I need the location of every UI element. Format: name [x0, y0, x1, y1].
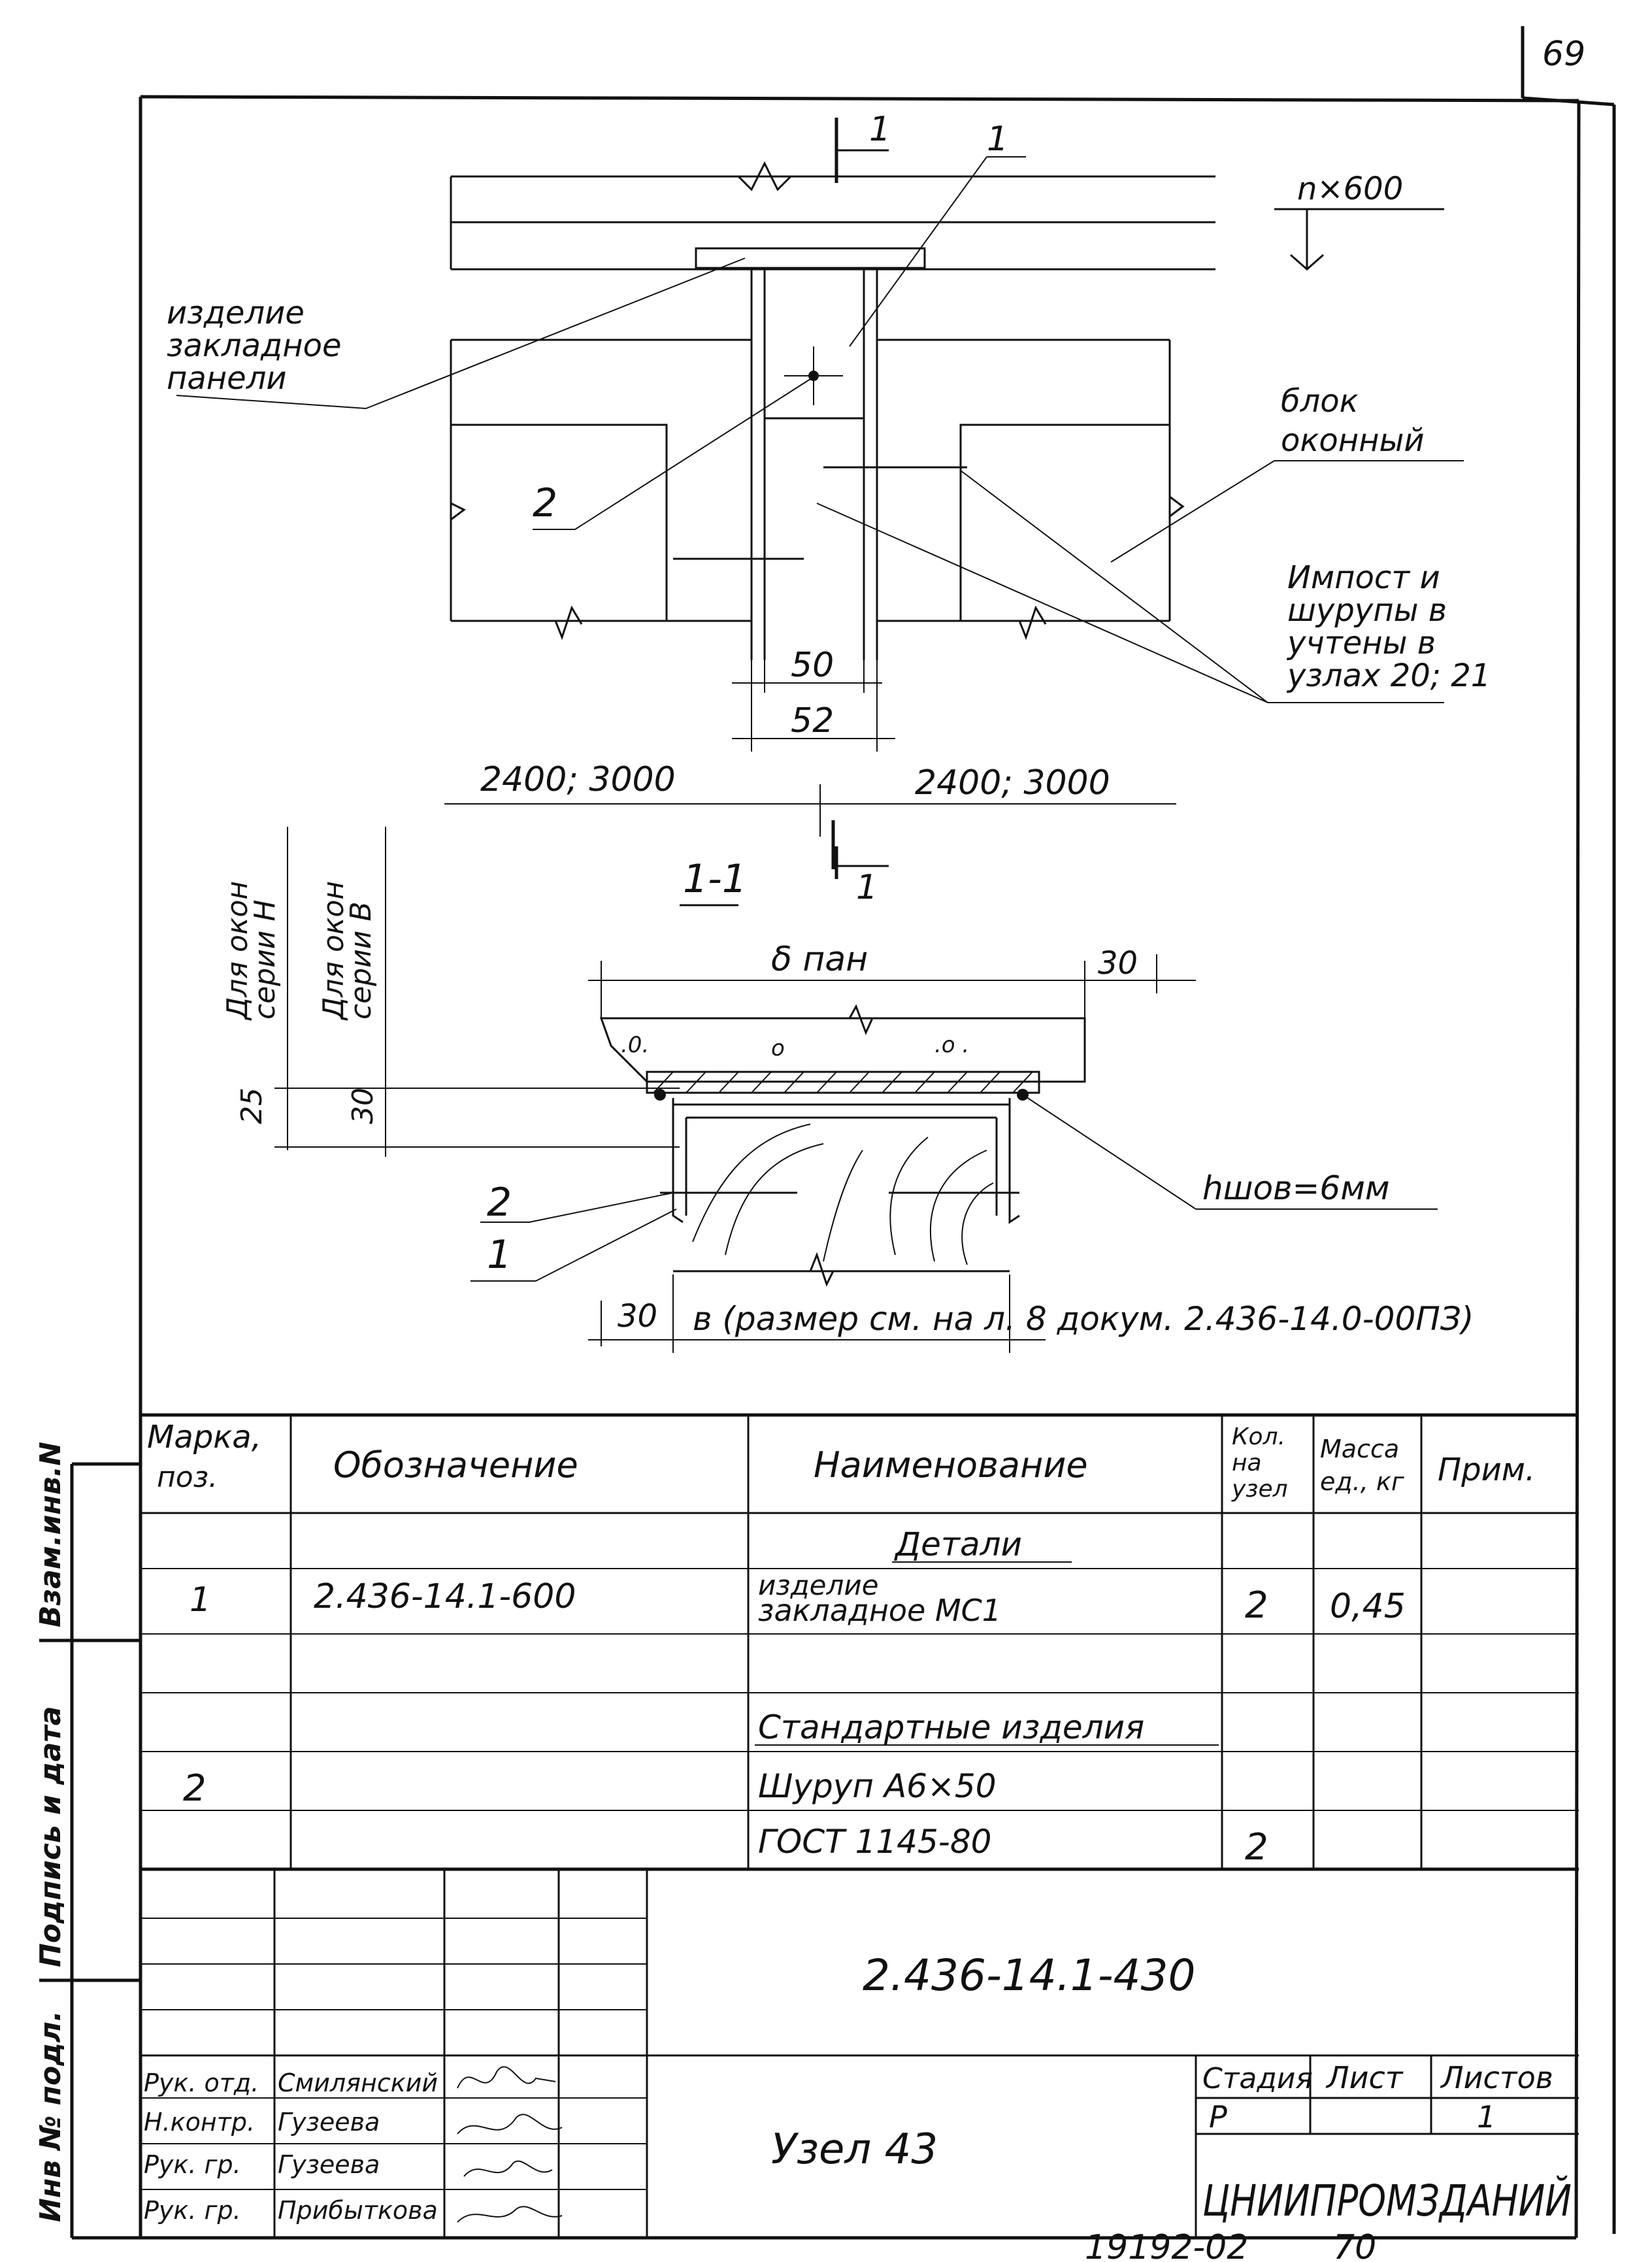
spec-row1-name-2: закладное МС1 [758, 1593, 1001, 1628]
section-title: 1-1 [683, 856, 747, 902]
plan-label-imposts-4: узлах 20; 21 [1286, 657, 1491, 694]
title-sheet-label: Лист [1325, 2060, 1404, 2095]
side-vzam-inv: Взам.инв.N [34, 1442, 67, 1627]
person-2-role: Н.контр. [144, 2108, 255, 2137]
spec-header-qty-1: Кол. [1232, 1423, 1285, 1450]
person-1-name: Смилянский [278, 2069, 438, 2097]
spec-row1-name-1: изделие [758, 1569, 879, 1601]
section-label-window-v-1: Для окон [317, 881, 350, 1021]
sheet-frame [39, 26, 1616, 2240]
plan-section-mark-bottom: 1 [856, 868, 878, 907]
plan-label-imposts-1: Импост и [1287, 559, 1440, 596]
footer-archive-number: 19192-02 [1085, 2228, 1248, 2262]
svg-text:.0.: .0. [621, 1032, 649, 1058]
page-number: 69 [1542, 35, 1585, 74]
title-stage: Р [1209, 2099, 1227, 2135]
person-4-name: Прибыткова [278, 2196, 438, 2225]
section-leader-1: 1 [487, 1232, 512, 1278]
spec-header-designation: Обозначение [333, 1444, 578, 1486]
title-doc-code: 2.436-14.1-430 [863, 1950, 1196, 2001]
spec-header-mass-2: ед., кг [1320, 1467, 1405, 1496]
spec-row2-pos: 2 [183, 1767, 206, 1810]
section-leader-2: 2 [487, 1180, 512, 1225]
person-2-name: Гузеева [278, 2108, 380, 2137]
footer-next-page: 70 [1333, 2228, 1376, 2262]
section-label-window-v-2: серии В [344, 901, 378, 1020]
spec-row1-qty: 2 [1245, 1584, 1268, 1627]
plan-dim-52: 52 [791, 701, 834, 740]
person-4-role: Рук. гр. [144, 2196, 241, 2225]
section-dim-30-top: 30 [1098, 945, 1138, 982]
plan-dim-left: 2400; 3000 [480, 760, 676, 799]
signatures [457, 2066, 563, 2223]
spec-header-qty-3: узел [1231, 1476, 1288, 1503]
spec-header-note: Прим. [1438, 1452, 1535, 1488]
side-sig-date: Подпись и дата [34, 1706, 67, 1967]
title-org: ЦНИИПРОМЗДАНИЙ [1202, 2175, 1572, 2226]
svg-text:.o .: .o . [934, 1032, 969, 1058]
title-block: 2.436-14.1-430 Узел 43 Стадия Лист Листо… [140, 1867, 1579, 2238]
person-1-role: Рук. отд. [144, 2069, 259, 2097]
wood-grain [692, 1123, 994, 1265]
spec-section-parts: Детали [894, 1525, 1022, 1563]
spec-table: Марка, поз. Обозначение Наименование Кол… [140, 1413, 1579, 1870]
section-label-window-h-1: Для окон [221, 881, 254, 1021]
section-dim-b: в (размер см. на л. 8 докум. 2.436-14.0-… [693, 1300, 1474, 1338]
plan-section-mark-top: 1 [869, 110, 891, 149]
section-dim-30-bottom: 30 [618, 1298, 657, 1335]
plan-view: 1 1 n×600 изделие закладное панели блок … [167, 110, 1491, 907]
section-view: 1-1 Для окон серии Н Для окон серии В .0… [221, 827, 1474, 1353]
title-text: Узел 43 [771, 2125, 938, 2174]
plan-label-embedded-1: изделие [167, 295, 305, 331]
plan-label-imposts-3: учтены в [1286, 625, 1436, 661]
plan-dim-right: 2400; 3000 [915, 763, 1110, 803]
side-inv-no: Инв № подл. [34, 2010, 67, 2222]
spec-row3-qty: 2 [1245, 1826, 1268, 1869]
section-weld: hшов=6мм [1202, 1169, 1390, 1207]
title-sheets: 1 [1477, 2099, 1496, 2135]
section-label-window-h-2: серии Н [248, 900, 282, 1020]
plan-dim-50: 50 [791, 646, 834, 685]
person-3-name: Гузеева [278, 2150, 380, 2179]
section-dim-25: 25 [235, 1088, 269, 1124]
plate-hatch [653, 1071, 1033, 1093]
plan-dim-step: n×600 [1297, 171, 1403, 207]
spec-header-qty-2: на [1232, 1450, 1262, 1476]
spec-header-name: Наименование [814, 1444, 1088, 1486]
title-sheets-label: Листов [1440, 2060, 1553, 2095]
section-dim-30-side: 30 [346, 1088, 380, 1124]
plan-leader-1: 1 [987, 120, 1008, 159]
spec-row1-pos: 1 [190, 1580, 211, 1620]
plan-label-block-2: оконный [1281, 422, 1425, 459]
plan-leader-2: 2 [533, 480, 557, 526]
spec-header-mark-2: поз. [157, 1461, 218, 1494]
title-stage-label: Стадия [1202, 2062, 1313, 2095]
section-dim-panel: δ пан [771, 940, 868, 979]
spec-row1-mass: 0,45 [1330, 1587, 1406, 1626]
spec-row1-designation: 2.436-14.1-600 [314, 1577, 576, 1616]
plan-label-imposts-2: шурупы в [1287, 592, 1447, 629]
svg-text:o: o [771, 1035, 785, 1061]
spec-row2-name: Шуруп А6×50 [758, 1767, 997, 1805]
plan-label-embedded-2: закладное [167, 327, 342, 364]
spec-header-mark-1: Марка, [147, 1419, 261, 1455]
person-3-role: Рук. гр. [144, 2150, 241, 2179]
spec-section-standard: Стандартные изделия [758, 1708, 1144, 1746]
spec-row3-name: ГОСТ 1145-80 [758, 1823, 991, 1861]
plan-label-block-1: блок [1281, 383, 1359, 420]
plan-label-embedded-3: панели [167, 360, 287, 397]
spec-header-mass-1: Масса [1320, 1435, 1399, 1463]
